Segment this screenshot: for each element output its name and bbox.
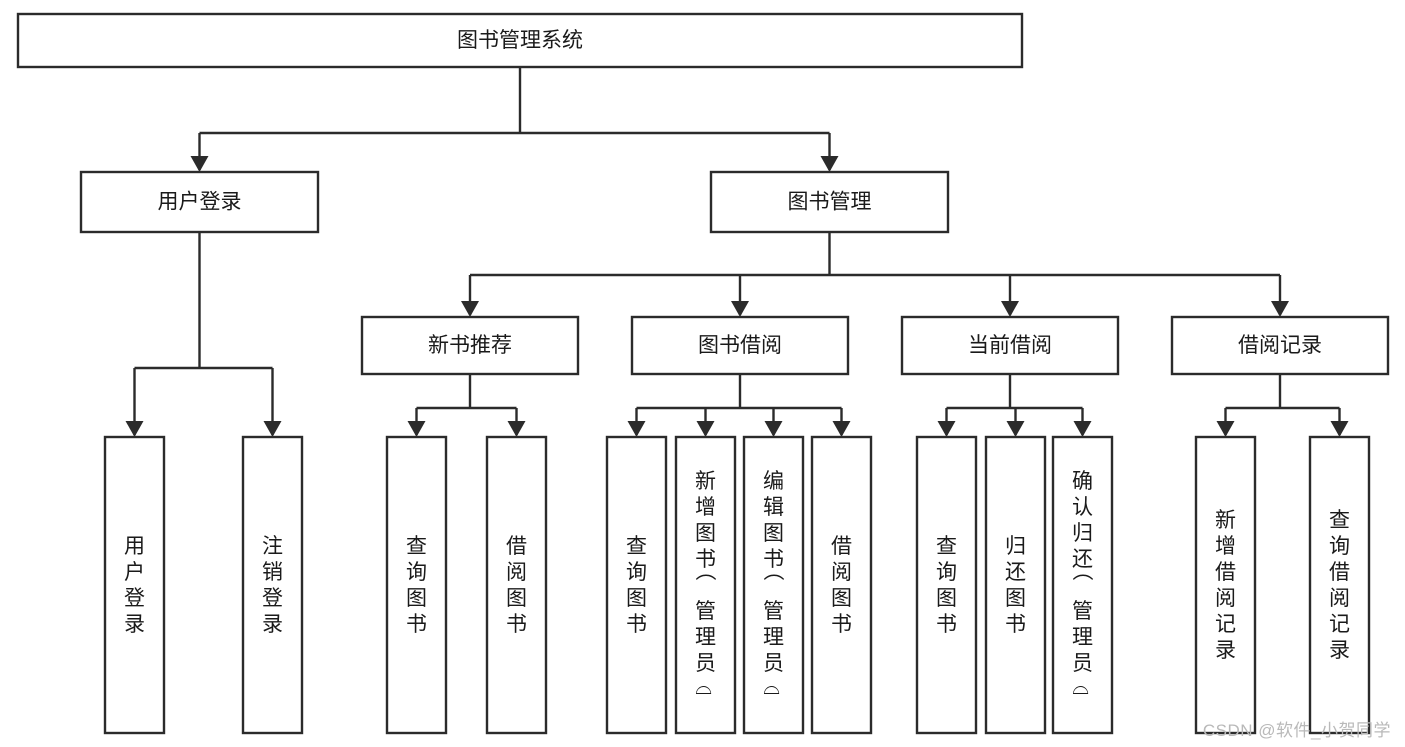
node-level2-current-borrow[interactable]: 当前借阅 [900, 315, 1120, 376]
node-root-label: 图书管理系统 [457, 29, 583, 52]
node-leaf-leaf-return-book-box [984, 435, 1047, 735]
new-book-rec-to-leaves-arrow-1 [507, 421, 526, 437]
node-level2-current-borrow-box [900, 315, 1120, 376]
node-level2-new-book-rec[interactable]: 新书推荐 [360, 315, 580, 376]
node-leaf-leaf-add-book[interactable]: 新增图书⌒管理员⌓ [674, 435, 737, 735]
node-leaf-leaf-user-login-label: 用户登录 [124, 535, 145, 636]
node-leaf-leaf-edit-book-label: 编辑图书⌒管理员⌓ [763, 470, 785, 701]
node-level1-user-login[interactable]: 用户登录 [79, 170, 320, 234]
book-borrow-to-leaves-arrow-2 [764, 421, 783, 437]
current-borrow-to-leaves-arrow-1 [1006, 421, 1025, 437]
node-leaf-leaf-query-book-1[interactable]: 查询图书 [385, 435, 448, 735]
node-layer: 图书管理系统用户登录图书管理新书推荐图书借阅当前借阅借阅记录用户登录注销登录查询… [16, 12, 1390, 735]
node-level1-book-manage[interactable]: 图书管理 [709, 170, 950, 234]
node-leaf-leaf-user-login[interactable]: 用户登录 [103, 435, 166, 735]
node-leaf-leaf-query-book-2-box [605, 435, 668, 735]
node-leaf-leaf-borrow-book-2[interactable]: 借阅图书 [810, 435, 873, 735]
node-level1-book-manage-box [709, 170, 950, 234]
current-borrow-to-leaves-arrow-0 [937, 421, 956, 437]
new-book-rec-to-leaves-arrow-0 [407, 421, 426, 437]
user-login-to-leaves-arrow-0 [125, 421, 144, 437]
bookmanage-to-level2-arrow-1 [731, 301, 749, 317]
node-leaf-leaf-user-login-box [103, 435, 166, 735]
root-to-level1-arrow-0 [190, 156, 209, 172]
node-level2-book-borrow-label: 图书借阅 [698, 334, 782, 357]
node-level1-user-login-box [79, 170, 320, 234]
node-leaf-leaf-confirm-return-label: 确认归还⌒管理员⌓ [1072, 470, 1094, 701]
node-level2-book-borrow[interactable]: 图书借阅 [630, 315, 850, 376]
book-borrow-to-leaves-arrow-0 [627, 421, 646, 437]
book-borrow-to-leaves-arrow-3 [832, 421, 851, 437]
node-level2-current-borrow-label: 当前借阅 [968, 334, 1052, 357]
node-leaf-leaf-edit-book[interactable]: 编辑图书⌒管理员⌓ [742, 435, 805, 735]
node-leaf-leaf-return-book-label: 归还图书 [1005, 535, 1026, 636]
node-leaf-leaf-borrow-book-1[interactable]: 借阅图书 [485, 435, 548, 735]
current-borrow-to-leaves-arrow-2 [1073, 421, 1092, 437]
node-leaf-leaf-borrow-book-2-box [810, 435, 873, 735]
node-level2-borrow-record-box [1170, 315, 1390, 376]
node-level2-borrow-record-label: 借阅记录 [1238, 334, 1322, 357]
node-root-box [16, 12, 1024, 69]
node-leaf-leaf-add-record-label: 新增借阅记录 [1215, 509, 1236, 662]
bookmanage-to-level2-arrow-3 [1271, 301, 1289, 317]
node-level2-new-book-rec-box [360, 315, 580, 376]
node-leaf-leaf-query-book-2[interactable]: 查询图书 [605, 435, 668, 735]
node-level1-user-login-label: 用户登录 [158, 191, 242, 214]
node-leaf-leaf-add-record[interactable]: 新增借阅记录 [1194, 435, 1257, 735]
node-level2-book-borrow-box [630, 315, 850, 376]
node-root[interactable]: 图书管理系统 [16, 12, 1024, 69]
node-leaf-leaf-borrow-book-2-label: 借阅图书 [831, 535, 852, 636]
node-leaf-leaf-query-book-2-label: 查询图书 [626, 535, 647, 636]
bookmanage-to-level2-arrow-2 [1001, 301, 1019, 317]
node-level1-book-manage-label: 图书管理 [788, 191, 872, 214]
node-leaf-leaf-confirm-return[interactable]: 确认归还⌒管理员⌓ [1051, 435, 1114, 735]
node-leaf-leaf-add-book-box [674, 435, 737, 735]
user-login-to-leaves-arrow-1 [263, 421, 282, 437]
node-leaf-leaf-logout[interactable]: 注销登录 [241, 435, 304, 735]
node-leaf-leaf-logout-label: 注销登录 [262, 535, 283, 636]
node-leaf-leaf-query-record-label: 查询借阅记录 [1329, 509, 1350, 662]
connector-layer [125, 67, 1349, 437]
node-leaf-leaf-query-book-1-label: 查询图书 [406, 535, 427, 636]
node-leaf-leaf-query-book-3-label: 查询图书 [936, 535, 957, 636]
node-leaf-leaf-query-book-3-box [915, 435, 978, 735]
node-leaf-leaf-query-book-3[interactable]: 查询图书 [915, 435, 978, 735]
node-leaf-leaf-add-book-label: 新增图书⌒管理员⌓ [695, 470, 717, 701]
node-leaf-leaf-query-record[interactable]: 查询借阅记录 [1308, 435, 1371, 735]
node-leaf-leaf-add-record-box [1194, 435, 1257, 735]
bookmanage-to-level2-arrow-0 [461, 301, 479, 317]
node-leaf-leaf-logout-box [241, 435, 304, 735]
node-leaf-leaf-query-record-box [1308, 435, 1371, 735]
node-leaf-leaf-query-book-1-box [385, 435, 448, 735]
borrow-record-to-leaves-arrow-1 [1330, 421, 1349, 437]
root-to-level1-arrow-1 [820, 156, 839, 172]
node-level2-new-book-rec-label: 新书推荐 [428, 334, 512, 357]
node-leaf-leaf-borrow-book-1-box [485, 435, 548, 735]
node-leaf-leaf-confirm-return-box [1051, 435, 1114, 735]
book-borrow-to-leaves-arrow-1 [696, 421, 715, 437]
node-level2-borrow-record[interactable]: 借阅记录 [1170, 315, 1390, 376]
borrow-record-to-leaves-arrow-0 [1216, 421, 1235, 437]
node-leaf-leaf-borrow-book-1-label: 借阅图书 [506, 535, 527, 636]
node-leaf-leaf-edit-book-box [742, 435, 805, 735]
node-leaf-leaf-return-book[interactable]: 归还图书 [984, 435, 1047, 735]
